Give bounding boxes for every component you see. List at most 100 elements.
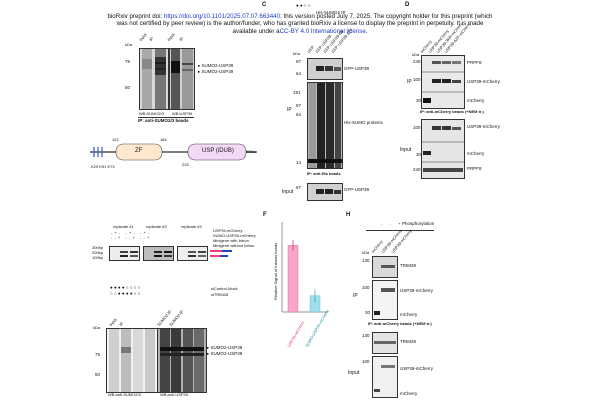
size-100: 100bp xyxy=(92,255,104,260)
header-line-1: bioRxiv preprint doi: https://doi.org/10… xyxy=(107,13,493,20)
f-ylabel: Relative Signal of Intrasis bands xyxy=(273,242,278,300)
intron-bar-blue xyxy=(222,250,232,252)
marker-c-97b: 97 xyxy=(296,103,302,108)
header-line-2: was not certified by peer review) is the… xyxy=(116,20,484,28)
lane-a-2: IP xyxy=(148,35,155,42)
e-row-1: USP39-mCherry xyxy=(213,228,243,233)
marker-d-in-30: 30 xyxy=(416,152,422,157)
blot-h-trim28 xyxy=(372,256,398,278)
usp-domain xyxy=(187,143,247,161)
zf-label: ZF xyxy=(135,148,143,154)
lysines-label: K29 K51 K73 xyxy=(91,164,115,169)
blot-c-top xyxy=(307,58,343,80)
license-link[interactable]: CC-BY 4.0 International license xyxy=(279,27,366,35)
marker-c-64b: 64 xyxy=(296,112,302,117)
g-legend-1: siControl-Mock xyxy=(211,286,238,291)
band-a-1: ▸ SUMO2-USP39 xyxy=(198,63,234,68)
panel-letter-d: D xyxy=(405,2,410,8)
e-row-2: SUMO-USP39-mCherry xyxy=(213,233,256,238)
e-row-4: Minigene without Intron xyxy=(213,243,255,248)
input-h-label: Input xyxy=(348,370,360,376)
band-h-mcherry: mCherry xyxy=(400,312,418,317)
pos-122: 122 xyxy=(112,137,119,142)
band-g-2: ▸ SUMO2-USP39 xyxy=(207,351,243,356)
kda-h: kDa xyxy=(362,250,370,255)
marker-c-14: 14 xyxy=(296,160,302,165)
e-signs-row-2: - - + - - + - - + xyxy=(111,235,150,240)
panel-letter-h: H xyxy=(346,212,351,218)
marker-h-in-130: 130 xyxy=(362,333,370,338)
band-h-in-usp39: USP39-mCherry xyxy=(400,366,434,371)
doi-link[interactable]: https://doi.org/10.1101/2025.07.07.66344… xyxy=(163,13,281,20)
marker-d-in-100: 100 xyxy=(413,125,421,130)
blot-g-usp39 xyxy=(157,328,207,393)
replicate-2: replicate #2 xyxy=(146,224,167,229)
zf-domain xyxy=(115,143,163,161)
band-d-usp39: USP39-mCherry xyxy=(467,79,501,84)
blot-a-usp39 xyxy=(169,48,195,110)
intron-bar-pink xyxy=(210,250,222,252)
marker-c-input-97: 97 xyxy=(296,185,302,190)
ip-a-label: IP: anti-SUMO2/3 beads xyxy=(138,118,189,123)
wb-g-right: WB:anti-USP39 xyxy=(160,392,189,397)
pos-184: 184 xyxy=(160,137,167,142)
lane-a-1: input xyxy=(138,32,148,42)
wb-a-left: WB:SUMO2/3 xyxy=(139,111,165,116)
band-c-top: GFP-USP39 xyxy=(344,66,370,71)
band-h-trim28: TRIM28 xyxy=(400,263,417,268)
f-xcat-1: USP39-mCherry xyxy=(286,320,306,348)
ip-c-tag: IP xyxy=(287,107,292,113)
blot-c-his xyxy=(307,82,343,169)
band-h-in-trim28: TRIM28 xyxy=(400,339,417,344)
domain-svg xyxy=(90,143,256,161)
ip-c-bottom: IP: anti-His beads xyxy=(307,171,341,176)
blot-h-in-usp39 xyxy=(372,356,398,398)
kda-c: kDa xyxy=(293,51,301,56)
band-d-mcherry: mCherry xyxy=(467,98,485,103)
marker-c-64: 64 xyxy=(296,71,302,76)
e-row-3: Minigene with Intron xyxy=(213,238,249,243)
g-dots-1: ● ● ● ● ○ ○ ○ ○ xyxy=(110,285,141,290)
ip-h-tag: IP xyxy=(353,293,358,299)
replicate-1: replicate #1 xyxy=(113,224,134,229)
kda-a: kDa xyxy=(125,42,133,47)
marker-a-75: 75 xyxy=(125,59,131,64)
e-signs-row-1: - + - - + - - + - xyxy=(111,230,150,235)
ip-a-line xyxy=(138,117,194,118)
bar-chart xyxy=(281,222,328,313)
marker-h-100: 100 xyxy=(362,285,370,290)
bar-usp39-mcherry xyxy=(287,245,299,313)
gel-rep-3 xyxy=(177,246,208,261)
pos-225: 225 xyxy=(182,162,189,167)
c-legend-row-1: ● ● ○ ○ xyxy=(296,3,311,8)
h-phos-label: Phosphorylation xyxy=(402,221,435,226)
marker-g-50: 50 xyxy=(95,372,101,377)
usp-label: USP (iDUB) xyxy=(202,148,234,154)
band-d-in-mcherry: mCherry xyxy=(467,151,485,156)
pos-565: 565aa xyxy=(246,149,258,154)
band-h-in-mcherry: mCherry xyxy=(400,391,418,396)
marker-d-100: 100 xyxy=(413,77,421,82)
band-d-prpf8: PRPF8 xyxy=(467,60,482,65)
blot-d-ip xyxy=(421,55,465,109)
nointron-bar-pink xyxy=(210,255,220,257)
band-d-in-prpf8: PRPF8 xyxy=(467,166,482,171)
band-a-2: ▸ SUMO2-USP39 xyxy=(198,69,234,74)
h-phos-signs: - - + xyxy=(381,221,404,226)
band-c-input: GFP-USP39 xyxy=(344,187,370,192)
blot-c-input xyxy=(307,183,343,201)
lane-g-2: IP xyxy=(118,320,125,327)
g-dots-2: ○ ○ ● ● ● ● ○ ○ xyxy=(110,291,141,296)
marker-d-in-240: 240 xyxy=(413,167,421,172)
gel-rep-2 xyxy=(143,246,174,261)
blot-d-input xyxy=(421,119,465,179)
lane-a-4: IP xyxy=(178,35,185,42)
kda-d: kDa xyxy=(412,52,420,57)
g-legend-2: siTRIM28 xyxy=(211,292,229,297)
wb-a-right: WB:USP39 xyxy=(172,111,193,116)
band-h-usp39: USP39-mCherry xyxy=(400,288,434,293)
blot-h-usp39 xyxy=(372,280,398,320)
marker-h-30: 30 xyxy=(365,310,371,315)
size-300: 300bp xyxy=(92,245,104,250)
marker-g-75: 75 xyxy=(95,352,101,357)
